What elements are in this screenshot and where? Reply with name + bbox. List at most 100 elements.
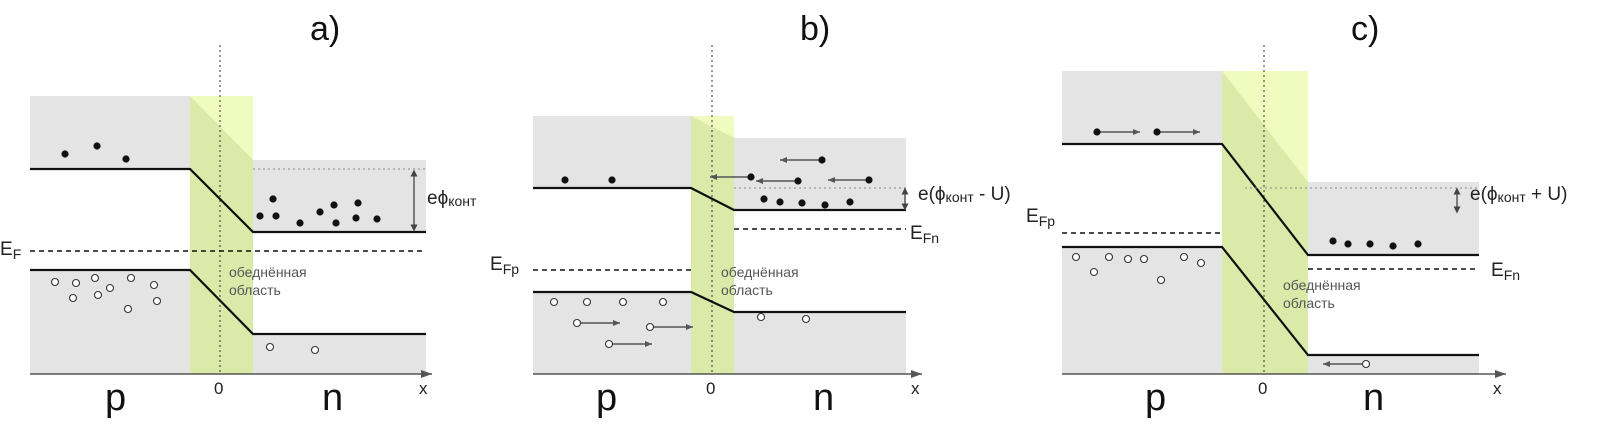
depletion-label-line1: обеднённая <box>229 264 307 280</box>
depletion-label-line1: обеднённая <box>1283 277 1361 293</box>
hole <box>604 339 614 349</box>
barrier-label: e(ϕконт - U) <box>918 184 1011 205</box>
electron <box>61 150 69 158</box>
fermi-p-label: EFp <box>1026 206 1055 229</box>
hole <box>68 293 78 303</box>
n-valence-region <box>1308 355 1479 374</box>
hole <box>1104 252 1114 262</box>
hole <box>310 345 320 355</box>
hole <box>582 297 592 307</box>
fermi-n-label-sub: Fn <box>923 230 939 246</box>
electron <box>760 195 768 203</box>
origin-label: 0 <box>706 379 715 398</box>
p-region-label: p <box>1145 377 1166 419</box>
panel-title: c) <box>1351 10 1379 48</box>
electron <box>332 219 340 227</box>
fermi-n-label: EFn <box>910 223 939 246</box>
panel-c: c) e(ϕконт + U) EFp EFn <box>1026 10 1567 419</box>
barrier-label-suffix: - U) <box>974 184 1011 205</box>
hole <box>265 342 275 352</box>
depletion-shadow <box>1222 71 1308 374</box>
electrons <box>61 142 381 227</box>
hole <box>618 297 628 307</box>
holes <box>549 297 811 349</box>
depletion-label: область <box>1283 295 1335 311</box>
electron <box>846 198 854 206</box>
barrier-label-main: eϕ <box>427 188 448 209</box>
fermi-p-label-sub: Fp <box>1039 213 1056 229</box>
n-valence-region <box>253 334 426 374</box>
axis-x-label: x <box>911 379 920 398</box>
p-region-label: p <box>596 377 617 419</box>
electron <box>122 155 130 163</box>
hole <box>1179 252 1189 262</box>
barrier-label-sub: конт <box>946 189 975 205</box>
electron <box>798 199 806 207</box>
hole <box>1089 267 1099 277</box>
barrier-label-sub: конт <box>448 193 477 209</box>
holes <box>50 273 320 355</box>
electron <box>373 215 381 223</box>
origin-label: 0 <box>1258 379 1267 398</box>
hole <box>1156 275 1166 285</box>
depletion-label: обеднённая <box>229 264 307 280</box>
origin-label: 0 <box>214 379 223 398</box>
depletion-label-line2: область <box>721 282 773 298</box>
hole <box>1071 252 1081 262</box>
depletion-label-line1: обеднённая <box>721 264 799 280</box>
hole <box>1196 258 1206 268</box>
electron <box>354 199 362 207</box>
electrons <box>561 156 873 209</box>
electron <box>256 212 264 220</box>
panel-b: b) e(ϕконт - U) EFp EFn <box>490 10 1011 419</box>
hole <box>93 290 103 300</box>
p-region-label: p <box>105 377 126 419</box>
fermi-n-label: EFn <box>1491 260 1520 283</box>
hole <box>1123 254 1133 264</box>
hole <box>149 280 159 290</box>
n-conduction-region <box>253 160 426 232</box>
depletion-label-line2: область <box>229 282 281 298</box>
hole <box>1361 359 1371 369</box>
electron <box>1389 242 1397 250</box>
n-region-label: n <box>322 377 343 419</box>
p-conduction-region <box>30 96 190 169</box>
electron <box>269 195 277 203</box>
valence-band <box>30 268 426 336</box>
electron <box>818 156 826 164</box>
electron <box>272 212 280 220</box>
n-valence-region <box>734 312 906 374</box>
hole <box>645 322 655 332</box>
electron <box>561 176 569 184</box>
depletion-label: область <box>229 282 281 298</box>
hole <box>572 318 582 328</box>
hole <box>105 283 115 293</box>
barrier-label: e(ϕконт + U) <box>1470 184 1567 205</box>
depletion-label: область <box>721 282 773 298</box>
hole <box>71 278 81 288</box>
electron <box>352 214 360 222</box>
electron <box>316 208 324 216</box>
electron <box>747 173 755 181</box>
fermi-label: EF <box>0 239 21 262</box>
hole <box>152 296 162 306</box>
fermi-p-label: EFp <box>490 254 519 277</box>
depletion-label: обеднённая <box>1283 277 1361 293</box>
electron <box>1329 237 1337 245</box>
fermi-n-label-main: E <box>910 223 923 244</box>
p-conduction-region <box>1062 71 1222 144</box>
conduction-band <box>1062 142 1479 257</box>
p-conduction-region <box>533 116 691 188</box>
electron <box>821 201 829 209</box>
hole <box>90 273 100 283</box>
hole <box>50 277 60 287</box>
hole <box>756 312 766 322</box>
electron <box>794 177 802 185</box>
panel-a: a) eϕконт EF <box>0 10 477 419</box>
depletion-label: обеднённая <box>721 264 799 280</box>
barrier-label-main: e(ϕ <box>1470 184 1498 205</box>
n-conduction-region <box>734 138 906 210</box>
electron <box>608 176 616 184</box>
electron <box>1414 240 1422 248</box>
